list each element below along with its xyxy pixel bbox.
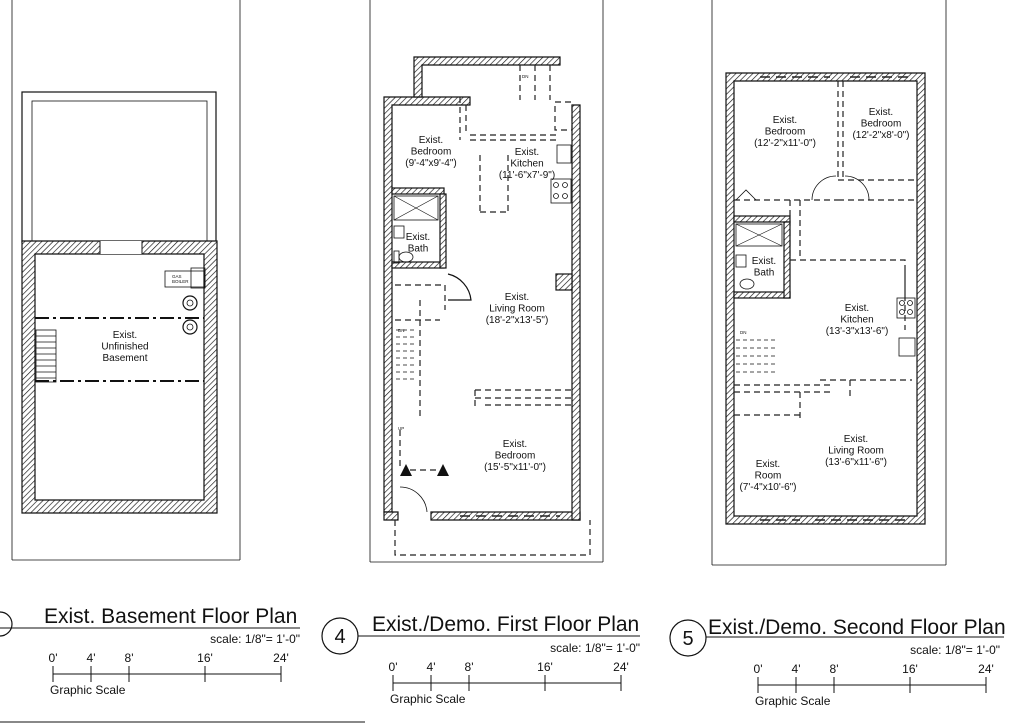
room-label: Exist.Room(7'-4"x10'-6") <box>739 459 796 493</box>
basement-title-block: Exist. Basement Floor Plan scale: 1/8"= … <box>0 605 365 723</box>
graphic-scales: 0' 4' 8' 16' 24' Graphic Scale 0' 4' 8' 16' 24' Gra… <box>49 651 994 708</box>
room-label: Exist.Bedroom(12'-2"x11'-0") <box>754 115 816 149</box>
graphic-scale-label: Graphic Scale <box>50 683 126 697</box>
stair-note: UP <box>398 426 404 431</box>
scale-tick-label: 8' <box>465 660 474 674</box>
scale-tick-label: 16' <box>197 651 213 665</box>
room-label: Exist.Bath <box>406 232 430 255</box>
scale-tick-label: 16' <box>537 660 553 674</box>
scale-tick-label: 0' <box>754 662 763 676</box>
room-label: Exist.Bath <box>752 256 776 279</box>
room-label: Exist.Living Room(13'-6"x11'-6") <box>825 434 887 468</box>
scale-tick-label: 16' <box>902 662 918 676</box>
scale-tick-label: 8' <box>125 651 134 665</box>
scale-tick-label: 4' <box>427 660 436 674</box>
room-label: Exist.Bedroom(9'-4"x9'-4") <box>405 135 456 169</box>
first-floor-number: 4 <box>334 626 345 648</box>
graphic-scale-label: Graphic Scale <box>755 694 831 708</box>
scale-tick-label: 8' <box>830 662 839 676</box>
second-floor-plan <box>711 0 947 566</box>
basement-title: Exist. Basement Floor Plan <box>44 605 297 628</box>
graphic-scale: 0' 4' 8' 16' 24' Graphic Scale <box>49 651 289 697</box>
first-floor-title: Exist./Demo. First Floor Plan <box>372 613 639 636</box>
stair-note: DN <box>740 330 747 335</box>
stair-note: DN <box>398 328 405 333</box>
second-floor-number-circle <box>669 619 707 657</box>
room-label: Exist.Living Room(18'-2"x13'-5") <box>486 292 549 326</box>
scale-tick-label: 0' <box>389 660 398 674</box>
basement-plan <box>11 0 241 561</box>
graphic-scale-label: Graphic Scale <box>390 692 466 706</box>
second-floor-title: Exist./Demo. Second Floor Plan <box>708 616 1006 639</box>
room-label: Exist.Kitchen(11'-6"x7'-9") <box>499 147 555 181</box>
scale-tick-label: 24' <box>273 651 289 665</box>
scale-tick-label: 24' <box>613 660 629 674</box>
room-label: Exist.Kitchen(13'-3"x13'-6") <box>826 303 889 337</box>
scale-tick-label: 24' <box>978 662 994 676</box>
room-label: Exist.Bedroom(12'-2"x8'-0") <box>852 107 909 141</box>
first-floor-plan <box>369 0 604 563</box>
first-floor-title-block: 4 Exist./Demo. First Floor Plan scale: 1… <box>321 613 640 655</box>
graphic-scale: 0' 4' 8' 16' 24' Graphic Scale <box>754 662 994 708</box>
graphic-scale: 0' 4' 8' 16' 24' Graphic Scale <box>389 660 629 706</box>
second-floor-number: 5 <box>682 628 693 650</box>
first-floor-scale-text: scale: 1/8"= 1'-0" <box>550 641 640 655</box>
scale-tick-label: 4' <box>792 662 801 676</box>
scale-tick-label: 0' <box>49 651 58 665</box>
second-floor-title-block: 5 Exist./Demo. Second Floor Plan scale: … <box>669 616 1006 657</box>
stair-note: DN <box>522 74 529 79</box>
scale-tick-label: 4' <box>87 651 96 665</box>
room-label: Exist.Bedroom(15'-5"x11'-0") <box>484 439 546 473</box>
second-floor-scale-text: scale: 1/8"= 1'-0" <box>910 643 1000 657</box>
basement-scale-text: scale: 1/8"= 1'-0" <box>210 632 300 646</box>
